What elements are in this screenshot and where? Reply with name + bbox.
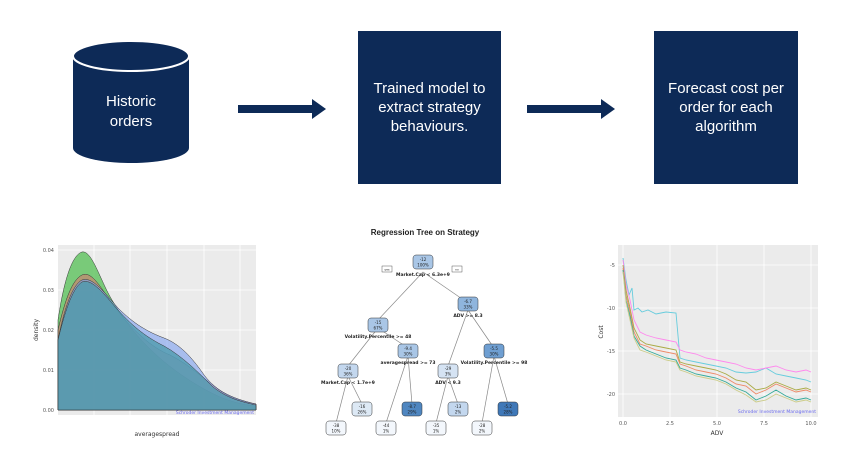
tree-node — [457, 296, 479, 312]
tree-node-percent: 36% — [344, 372, 353, 377]
density-ytick: 0.03 — [43, 288, 54, 294]
cost-ylabel: Cost — [598, 325, 605, 339]
tree-node-percent: 30% — [490, 352, 499, 357]
trained-model-box: Trained model to extract strategy behavi… — [358, 31, 501, 184]
tree-leaf-percent: 10% — [332, 429, 341, 434]
density-watermark: Schroder Investment Management — [176, 410, 254, 416]
tree-leaf — [351, 401, 373, 417]
cost-xtick: 0.0 — [619, 421, 627, 427]
tree-leaf-percent: 2% — [479, 429, 486, 434]
density-ytick: 0.04 — [43, 248, 54, 254]
tree-node-value: -29 — [445, 366, 452, 371]
tree-title: Regression Tree on Strategy — [370, 228, 480, 237]
tree-node — [483, 343, 505, 359]
tree-split-label: ADV < 9.3 — [435, 380, 461, 386]
tree-node — [337, 363, 359, 379]
cost-xtick: 10.0 — [805, 421, 816, 427]
no-badge — [451, 265, 463, 273]
historic-label-line1: Historic — [105, 93, 156, 110]
tree-split-label: Market.Cap < 6.3e+9 — [396, 272, 450, 278]
tree-node-value: -12 — [420, 257, 427, 262]
tree-node — [437, 363, 459, 379]
historic-label-line2: orders — [109, 113, 153, 130]
density-chart: 0.04 0.03 0.02 0.01 0.00 density average… — [30, 240, 260, 440]
tree-node-percent: 67% — [374, 326, 383, 331]
tree-leaf-value: -16 — [359, 404, 366, 409]
tree-node-value: -5.5 — [490, 346, 498, 351]
cost-xtick: 5.0 — [713, 421, 721, 427]
historic-orders-label: Historic orders — [72, 92, 190, 132]
forecast-label-line1: Forecast cost per — [668, 80, 784, 97]
density-chart-svg: 0.04 0.03 0.02 0.01 0.00 density average… — [33, 245, 257, 438]
tree-leaf — [325, 420, 347, 436]
no-label: no — [455, 267, 459, 271]
historic-orders-database: Historic orders — [72, 40, 190, 164]
tree-leaf — [425, 420, 447, 436]
tree-leaf — [447, 401, 469, 417]
cost-xtick: 7.5 — [760, 421, 768, 427]
model-label-line2: extract strategy — [378, 99, 481, 116]
density-ylabel: density — [33, 319, 40, 341]
tree-split-label: Volatility.Percentile >= 98 — [461, 360, 528, 366]
tree-node — [412, 254, 434, 270]
cost-ytick: -15 — [607, 349, 615, 355]
tree-leaf-value: -28 — [479, 423, 486, 428]
cost-xtick: 2.5 — [666, 421, 674, 427]
tree-leaf-value: -44 — [383, 423, 390, 428]
tree-node-percent: 30% — [404, 352, 413, 357]
tree-split-label: Volatility.Percentile >= 48 — [345, 334, 412, 340]
cost-chart: -5 -10 -15 -20 0.0 2.5 5.0 7.5 10.0 Cost… — [596, 240, 824, 440]
tree-svg: -12 100% yes no Market.Cap < 6.3e+9 -15 … — [321, 254, 528, 436]
tree-leaf-value: -8.7 — [408, 404, 416, 409]
tree-leaf-value: -38 — [333, 423, 340, 428]
tree-node-value: -9.4 — [404, 346, 412, 351]
tree-node — [367, 317, 389, 333]
arrow-right-icon — [238, 99, 326, 119]
tree-split-label: Market.Cap < 1.7e+9 — [321, 380, 375, 386]
forecast-cost-box: Forecast cost per order for each algorit… — [654, 31, 798, 184]
database-icon — [72, 40, 190, 163]
cost-xlabel: ADV — [711, 430, 725, 437]
tree-split-label: averagespread >= 73 — [381, 360, 436, 366]
density-xlabel: averagespread — [134, 431, 179, 438]
tree-leaf — [375, 420, 397, 436]
tree-leaf — [497, 401, 519, 417]
cost-ytick: -20 — [607, 392, 615, 398]
tree-leaf-percent: 26% — [358, 410, 367, 415]
forecast-label-line2: order for each — [679, 99, 773, 116]
density-ytick: 0.01 — [43, 368, 54, 374]
model-label-line1: Trained model to — [373, 80, 486, 97]
cost-ytick: -10 — [607, 306, 615, 312]
tree-leaf-percent: 1% — [383, 429, 390, 434]
yes-label: yes — [384, 267, 390, 271]
arrow-right-icon — [527, 99, 615, 119]
tree-node-value: -15 — [375, 320, 382, 325]
tree-leaf-percent: 1% — [433, 429, 440, 434]
tree-leaf-percent: 29% — [408, 410, 417, 415]
regression-tree: Regression Tree on Strategy -12 100% yes — [310, 228, 540, 438]
cost-ytick: -5 — [610, 263, 615, 269]
density-ytick: 0.02 — [43, 328, 54, 334]
tree-node-percent: 100% — [417, 263, 429, 268]
tree-leaf-value: -35 — [433, 423, 440, 428]
tree-leaf — [401, 401, 423, 417]
tree-leaf-percent: 28% — [504, 410, 513, 415]
tree-node-value: -20 — [345, 366, 352, 371]
density-ytick: 0.00 — [43, 408, 54, 414]
tree-leaf — [471, 420, 493, 436]
tree-leaf-value: -5.2 — [504, 404, 512, 409]
cost-chart-svg: -5 -10 -15 -20 0.0 2.5 5.0 7.5 10.0 Cost… — [598, 245, 818, 437]
tree-node — [397, 343, 419, 359]
yes-badge — [381, 265, 393, 273]
forecast-label-line3: algorithm — [695, 118, 757, 135]
tree-node-percent: 3% — [445, 372, 452, 377]
tree-leaf-percent: 2% — [455, 410, 462, 415]
tree-leaf-value: -13 — [455, 404, 462, 409]
cost-watermark: Schroder Investment Management — [738, 409, 816, 415]
tree-node-value: -6.7 — [464, 299, 472, 304]
model-label-line3: behaviours. — [390, 118, 469, 135]
tree-split-label: ADV >= 8.3 — [453, 313, 482, 319]
tree-node-percent: 33% — [464, 305, 473, 310]
